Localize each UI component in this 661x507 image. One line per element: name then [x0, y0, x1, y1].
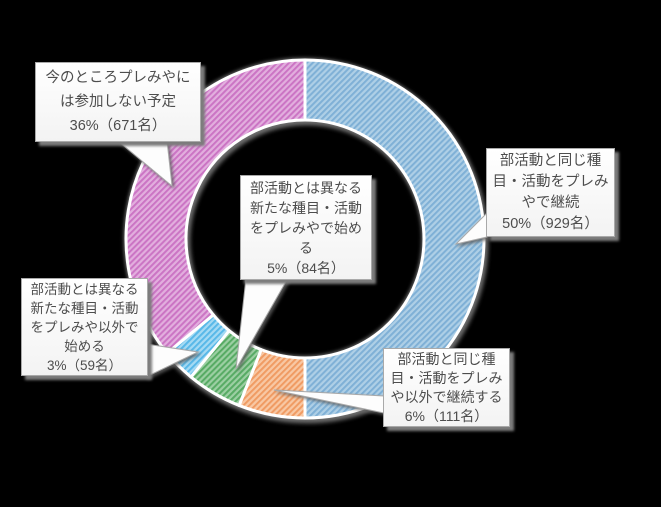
callout-line: 5%（84名）	[267, 259, 345, 276]
callout-line: をプレみやで始め	[250, 219, 362, 236]
callout-line: 部活動と同じ種	[397, 350, 496, 367]
callout-line: 今のところプレみやに	[45, 70, 191, 86]
callout-line: る	[299, 239, 313, 256]
callout-continue-premiya: 部活動と同じ種目・活動をプレみやで継続 50%（929名）	[486, 148, 615, 237]
callout-line: 36%（671名）	[69, 118, 167, 134]
callout-line: やで継続	[521, 194, 580, 211]
callout-line: 部活動と同じ種	[499, 152, 602, 169]
callout-continue-outside: 部活動と同じ種目・活動をプレみや以外で継続する 6%（111名）	[383, 348, 510, 427]
callout-line: 6%（111名）	[404, 407, 489, 424]
callout-line: 部活動とは異なる	[30, 281, 139, 297]
callout-start-outside: 部活動とは異なる新たな種目・活動をプレみや以外で始める 3%（59名）	[21, 278, 148, 376]
callout-line: 目・活動をプレみ	[492, 173, 609, 190]
callout-not-participate: 今のところプレみやには参加しない予定 36%（671名）	[35, 62, 201, 142]
callout-line: をプレみや以外で	[30, 319, 139, 335]
callout-line: 目・活動をプレみ	[390, 369, 503, 386]
callout-start-premiya: 部活動とは異なる新たな種目・活動をプレみやで始める 5%（84名）	[240, 175, 372, 280]
callout-line: 始める	[64, 338, 105, 354]
callout-line: 新たな種目・活動	[30, 300, 139, 316]
callout-line: や以外で継続する	[390, 388, 503, 405]
callout-line: 3%（59名）	[46, 357, 123, 373]
segment-continue-premiya	[303, 58, 486, 420]
callout-line: 新たな種目・活動	[250, 199, 362, 216]
callout-line: は参加しない予定	[60, 94, 176, 110]
callout-line: 部活動とは異なる	[250, 179, 362, 196]
callout-line: 50%（929名）	[502, 215, 599, 232]
